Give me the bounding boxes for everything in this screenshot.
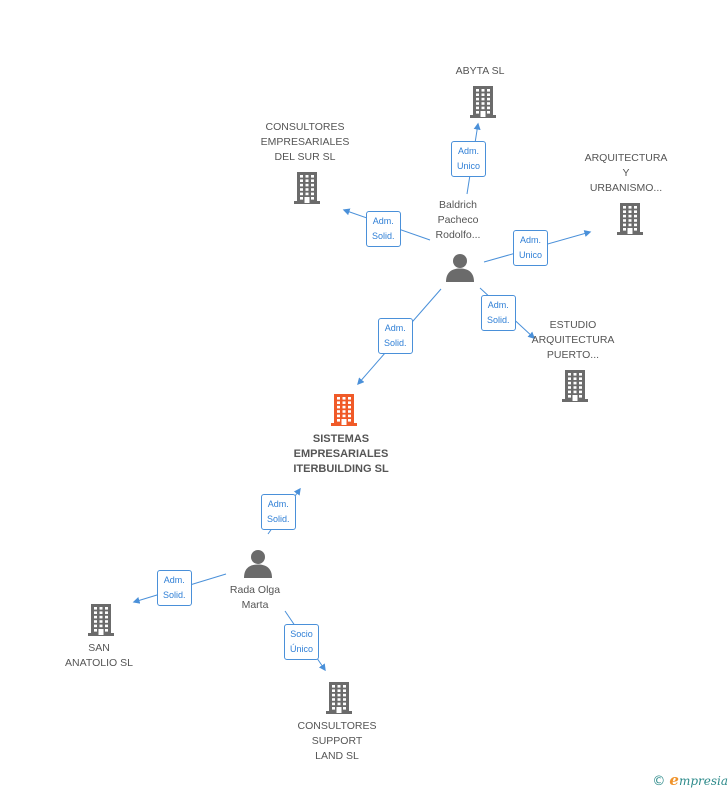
node-label: SISTEMAS EMPRESARIALES ITERBUILDING SL: [293, 433, 389, 475]
edge-label-baldrich-estudio[interactable]: Adm. Solid.: [481, 295, 516, 331]
node-label: CONSULTORES SUPPORT LAND SL: [297, 720, 377, 762]
edge-label-baldrich-sistemas[interactable]: Adm. Solid.: [378, 318, 413, 354]
person-icon: [243, 549, 273, 584]
copyright-icon: ©: [652, 774, 666, 789]
node-label: SAN ANATOLIO SL: [65, 642, 133, 669]
node-label: Rada Olga Marta: [229, 584, 281, 611]
building-icon: [468, 85, 498, 124]
edge-label-rada-consultores_support[interactable]: Socio Único: [284, 624, 320, 660]
building-icon: [615, 202, 645, 241]
empresia-footer[interactable]: ©empresia: [652, 771, 728, 789]
edge-label-rada-san_anatolio[interactable]: Adm. Solid.: [157, 570, 192, 606]
empresia-logo-e: e: [669, 771, 679, 789]
node-label: CONSULTORES EMPRESARIALES DEL SUR SL: [260, 121, 350, 163]
empresia-logo-text: mpresia: [678, 774, 728, 788]
building-icon: [86, 603, 116, 642]
building-icon: [324, 681, 354, 720]
edge-label-baldrich-consultores_sur[interactable]: Adm. Solid.: [366, 211, 401, 247]
building-icon: [292, 171, 322, 210]
node-label: ARQUITECTURA Y URBANISMO...: [584, 152, 668, 194]
node-label: ESTUDIO ARQUITECTURA PUERTO...: [531, 319, 615, 361]
building-icon: [329, 393, 359, 432]
edge-label-baldrich-arquitectura[interactable]: Adm. Unico: [513, 230, 549, 266]
node-label: Baldrich Pacheco Rodolfo...: [435, 199, 481, 241]
edge-label-baldrich-abyta[interactable]: Adm. Unico: [451, 141, 487, 177]
edge-label-rada-sistemas[interactable]: Adm. Solid.: [261, 494, 296, 530]
node-label: ABYTA SL: [455, 65, 505, 77]
building-icon: [560, 369, 590, 408]
person-icon: [445, 253, 475, 288]
